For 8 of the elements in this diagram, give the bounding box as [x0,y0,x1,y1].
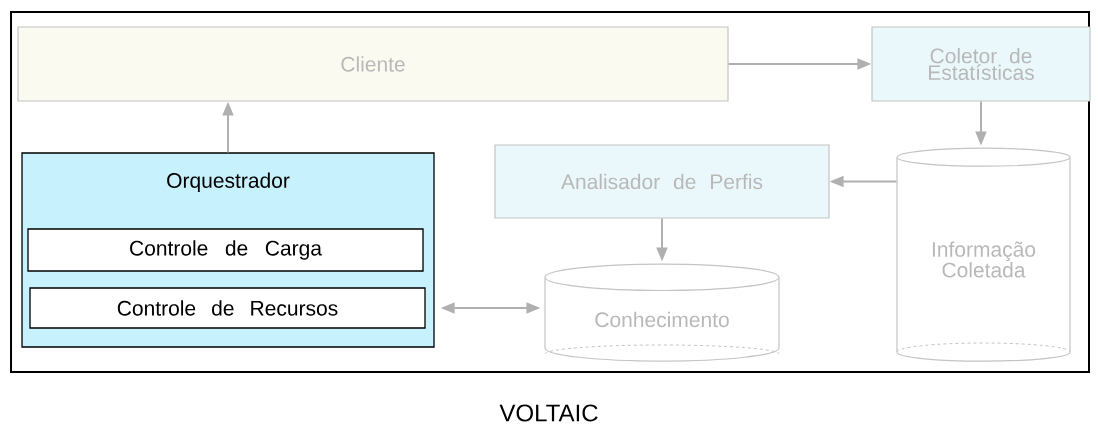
process-box: Coletor de Estatísticas [871,26,1091,102]
process-box: Analisador de Perfis [494,144,830,219]
process-box: Cliente [17,26,729,102]
process-box: Controle de Recursos [29,287,426,329]
database-cylinder: Conhecimento [544,263,780,362]
caption: VOLTAIC [499,404,598,422]
process-box: Controle de Carga [27,228,424,272]
database-cylinder: Informação Coletada [896,147,1071,362]
